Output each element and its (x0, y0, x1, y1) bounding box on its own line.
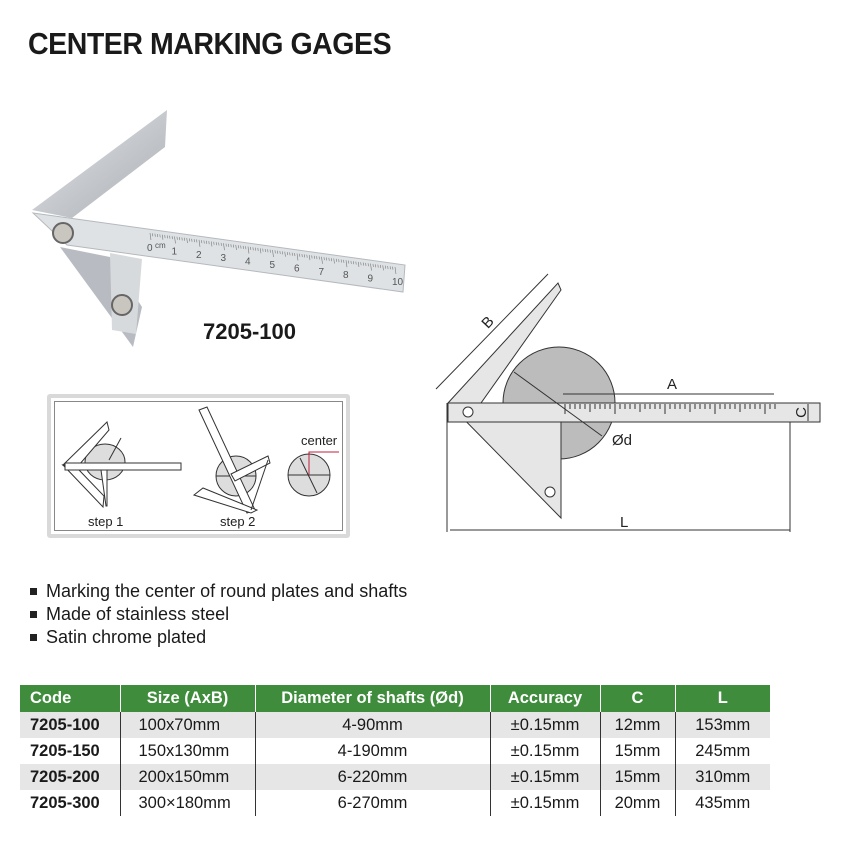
ruler-tick (284, 251, 286, 257)
ruler-number: 6 (294, 263, 300, 274)
model-label: 7205-100 (203, 319, 296, 344)
table-cell: 435mm (674, 790, 770, 816)
ruler-number: 3 (221, 253, 227, 264)
table-cell: 153mm (674, 712, 770, 738)
header-diameter: Diameter of shafts (Ød) (254, 685, 490, 712)
ruler-tick (370, 263, 372, 271)
dimension-l: L (620, 514, 629, 531)
header-size: Size (AxB) (119, 685, 255, 712)
center-label: center (301, 433, 338, 448)
ruler-tick (161, 234, 164, 240)
header-l: L (674, 685, 770, 712)
feature-item: Marking the center of round plates and s… (30, 580, 407, 603)
ruler-tick (149, 232, 152, 241)
ruler-tick (210, 241, 213, 247)
ruler-number: 9 (368, 274, 374, 285)
product-photo: 0 1 2 3 4 5 6 7 8 9 10 cm (31, 110, 406, 347)
ruler-tick (186, 238, 188, 244)
table-cell: 310mm (674, 764, 770, 790)
ruler-tick (296, 253, 299, 261)
ruler-tick (321, 256, 323, 264)
steps-illustration (61, 406, 339, 514)
feature-item: Made of stainless steel (30, 603, 407, 626)
table-cell: ±0.15mm (489, 712, 600, 738)
dimension-c: C (792, 407, 810, 418)
ruler-tick (394, 266, 397, 275)
page-title: CENTER MARKING GAGES (28, 26, 392, 61)
ruler-tick (247, 246, 250, 254)
ruler-tick (174, 236, 176, 244)
table-cell: 100x70mm (119, 712, 255, 738)
ruler-number: 1 (172, 246, 178, 257)
ruler-tick (223, 243, 225, 251)
upper-blade (32, 110, 167, 218)
table-cell: 4-190mm (254, 738, 490, 764)
table-header: Code Size (AxB) Diameter of shafts (Ød) … (20, 685, 770, 712)
step-2-label: step 2 (220, 514, 256, 529)
table-cell: 150x130mm (119, 738, 255, 764)
ruler-tick (198, 239, 201, 247)
rivet-icon (111, 294, 133, 316)
table-cell: 300×180mm (119, 790, 255, 816)
table-cell: 7205-300 (30, 793, 100, 812)
table-cell: 7205-150 (30, 741, 100, 760)
table-cell: 7205-100 (20, 712, 120, 738)
ruler-tick (235, 244, 237, 250)
table-cell: 20mm (599, 790, 675, 816)
ruler-unit: cm (155, 241, 166, 250)
ruler-tick (259, 248, 262, 254)
rivet-icon (52, 222, 74, 244)
table-cell: 245mm (674, 738, 770, 764)
feature-list: Marking the center of round plates and s… (30, 580, 407, 649)
table-cell: 200x150mm (119, 764, 255, 790)
ruler-tick (345, 260, 348, 268)
table-cell: 4-90mm (254, 712, 490, 738)
table-cell: ±0.15mm (489, 738, 600, 764)
table-cell: 12mm (599, 712, 675, 738)
spec-table: Code Size (AxB) Diameter of shafts (Ød) … (20, 685, 770, 816)
table-cell: 15mm (599, 764, 675, 790)
ruler-number: 5 (270, 260, 276, 271)
table-cell: 15mm (599, 738, 675, 764)
dimension-a: A (667, 376, 678, 393)
ruler-number: 8 (343, 270, 349, 281)
table-cell: ±0.15mm (489, 790, 600, 816)
ruler-tick (357, 261, 360, 267)
dimension-diagram (435, 273, 821, 532)
usage-steps-panel: step 1 step 2 center (47, 394, 350, 538)
ruler-number: 7 (319, 267, 325, 278)
ruler-tick (382, 265, 384, 271)
ruler-number: 4 (245, 257, 251, 268)
ruler-tick (333, 258, 335, 264)
ruler-ticks: 0 1 2 3 4 5 6 7 8 9 10 (147, 232, 404, 288)
dimension-d: Ød (612, 432, 633, 449)
table-cell: 6-220mm (254, 764, 490, 790)
table-cell: 6-270mm (254, 790, 490, 816)
header-code: Code (20, 685, 120, 712)
ruler-tick (272, 249, 274, 258)
feature-item: Satin chrome plated (30, 626, 407, 649)
ruler-number: 10 (392, 277, 404, 288)
header-accuracy: Accuracy (489, 685, 600, 712)
header-c: C (599, 685, 675, 712)
ruler-tick (308, 255, 311, 261)
table-cell: ±0.15mm (489, 764, 600, 790)
step-1-label: step 1 (88, 514, 124, 529)
ruler-number: 0 (147, 243, 153, 254)
ruler-number: 2 (196, 250, 202, 261)
table-cell: 7205-200 (20, 764, 120, 790)
